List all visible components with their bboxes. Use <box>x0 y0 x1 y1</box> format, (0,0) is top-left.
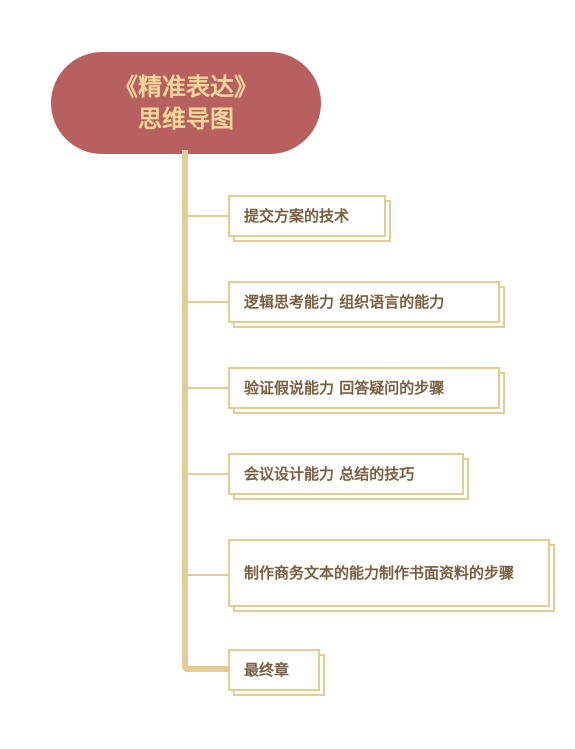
branch-connector <box>188 215 228 217</box>
branch-node-meeting-design[interactable]: 会议设计能力 总结的技巧 <box>228 453 469 500</box>
branch-node-label: 验证假说能力 回答疑问的步骤 <box>228 367 500 409</box>
mindmap-trunk-line <box>182 150 188 672</box>
branch-node-business-writing[interactable]: 制作商务文本的能力制作书面资料的步骤 <box>228 539 555 612</box>
branch-connector <box>188 301 228 303</box>
branch-connector <box>188 387 228 389</box>
mindmap-trunk-foot <box>182 666 228 672</box>
central-topic-title-line2: 思维导图 <box>138 105 234 133</box>
branch-node-final-chapter[interactable]: 最终章 <box>228 649 325 696</box>
branch-node-label: 最终章 <box>228 649 320 691</box>
branch-node-label: 提交方案的技术 <box>228 195 386 237</box>
branch-connector <box>188 473 228 475</box>
branch-node-hypothesis-verification[interactable]: 验证假说能力 回答疑问的步骤 <box>228 367 505 414</box>
branch-connector <box>188 574 228 576</box>
branch-node-label: 会议设计能力 总结的技巧 <box>228 453 464 495</box>
branch-node-label: 制作商务文本的能力制作书面资料的步骤 <box>228 539 550 607</box>
branch-node-proposal-technique[interactable]: 提交方案的技术 <box>228 195 391 242</box>
central-topic-node[interactable]: 《精准表达》 思维导图 <box>51 52 321 154</box>
branch-node-label: 逻辑思考能力 组织语言的能力 <box>228 281 500 323</box>
central-topic-title-line1: 《精准表达》 <box>114 73 258 101</box>
branch-node-logical-thinking[interactable]: 逻辑思考能力 组织语言的能力 <box>228 281 505 328</box>
